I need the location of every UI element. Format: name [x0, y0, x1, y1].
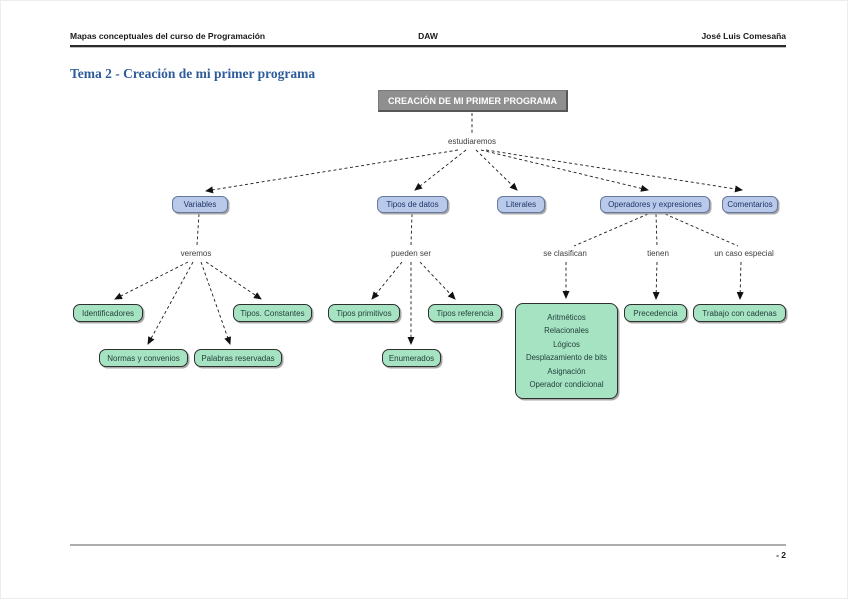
- link-estudiaremos: estudiaremos: [447, 137, 497, 146]
- node-tipos-de-datos: Tipos de datos: [377, 196, 448, 213]
- page-number: - 2: [776, 550, 786, 560]
- node-trabajo-cadenas: Trabajo con cadenas: [693, 304, 786, 322]
- operador-tipo: Asignación: [547, 366, 586, 376]
- operador-tipo: Desplazamiento de bits: [525, 353, 608, 363]
- link-pueden-ser: pueden ser: [390, 249, 432, 258]
- node-identificadores: Identificadores: [73, 304, 143, 322]
- header-rule: [70, 45, 786, 48]
- operador-tipo: Relacionales: [544, 326, 589, 336]
- page-title: Tema 2 - Creación de mi primer programa: [70, 66, 316, 81]
- node-tipos-constantes: Tipos. Constantes: [233, 304, 312, 322]
- link-caso-especial: un caso especial: [714, 249, 774, 258]
- header-author-name: José Luis Comesaña: [701, 31, 786, 41]
- node-precedencia: Precedencia: [624, 304, 687, 322]
- node-comentarios: Comentarios: [722, 196, 778, 213]
- operador-tipo: Operador condicional: [529, 380, 604, 390]
- footer-rule: [70, 544, 786, 546]
- operador-tipo: Aritméticos: [547, 312, 586, 322]
- link-veremos: veremos: [180, 249, 212, 258]
- node-literales: Literales: [497, 196, 545, 213]
- node-tipos-primitivos: Tipos primitivos: [328, 304, 400, 322]
- node-enumerados: Enumerados: [382, 349, 441, 367]
- node-tipos-referencia: Tipos referencia: [428, 304, 502, 322]
- operador-tipo: Lógicos: [553, 339, 580, 349]
- node-palabras-reservadas: Palabras reservadas: [194, 349, 282, 367]
- node-operadores-clasificacion: Aritméticos Relacionales Lógicos Desplaz…: [515, 303, 618, 399]
- link-tienen: tienen: [647, 249, 669, 258]
- node-normas-convenios: Normas y convenios: [99, 349, 188, 367]
- link-se-clasifican: se clasifican: [543, 249, 587, 258]
- node-operadores: Operadores y expresiones: [600, 196, 710, 213]
- node-variables: Variables: [172, 196, 228, 213]
- header-center-label: DAW: [418, 31, 438, 41]
- concept-root-node: CREACIÓN DE MI PRIMER PROGRAMA: [378, 90, 568, 112]
- header-course-title: Mapas conceptuales del curso de Programa…: [70, 31, 266, 41]
